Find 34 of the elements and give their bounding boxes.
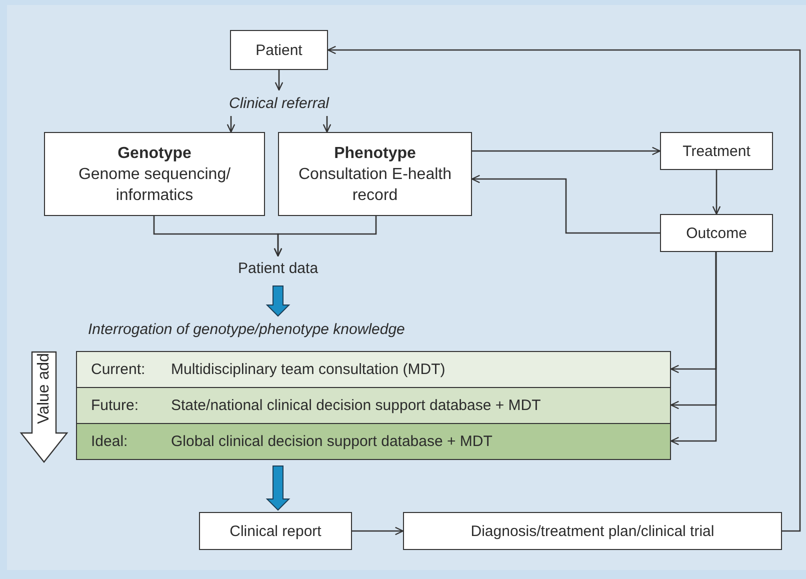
tier-description: Global clinical decision support database + MDT [171, 432, 492, 451]
box-heading: Genotype [118, 144, 192, 164]
flow-label: Clinical referral [213, 90, 345, 116]
arrow [274, 70, 284, 91]
arrow [226, 116, 236, 133]
arrow [327, 46, 801, 532]
block-arrow [266, 466, 290, 511]
process-box: Outcome [660, 214, 773, 252]
box-text: Consultation E-health record [298, 164, 452, 206]
arrow-label: Value add [34, 352, 54, 426]
tier-row [76, 387, 671, 424]
arrow [712, 170, 721, 215]
flow-label: Interrogation of genotype/phenotype knowledge [88, 318, 508, 340]
process-box: Diagnosis/treatment plan/clinical trial [403, 512, 782, 550]
process-box: Patient [230, 30, 328, 70]
arrow [274, 216, 377, 257]
block-arrow [266, 286, 290, 317]
process-box: Clinical report [199, 512, 352, 550]
arrow [670, 252, 717, 446]
tier-row [76, 351, 671, 388]
tier-label: Current: [91, 360, 146, 379]
tier-label: Ideal: [91, 432, 129, 451]
process-box: Treatment [660, 132, 773, 170]
tier-label: Future: [91, 396, 140, 415]
tier-row [76, 423, 671, 460]
box-text: Genome sequencing/ informatics [77, 164, 232, 206]
arrow [352, 526, 404, 536]
arrow [471, 174, 660, 234]
arrow [322, 116, 332, 133]
tier-description: State/national clinical decision support database + MDT [171, 396, 541, 415]
box-heading: Phenotype [334, 144, 416, 164]
arrow [472, 146, 661, 156]
flow-label: Patient data [218, 256, 338, 280]
tier-description: Multidisciplinary team consultation (MDT) [171, 360, 446, 379]
